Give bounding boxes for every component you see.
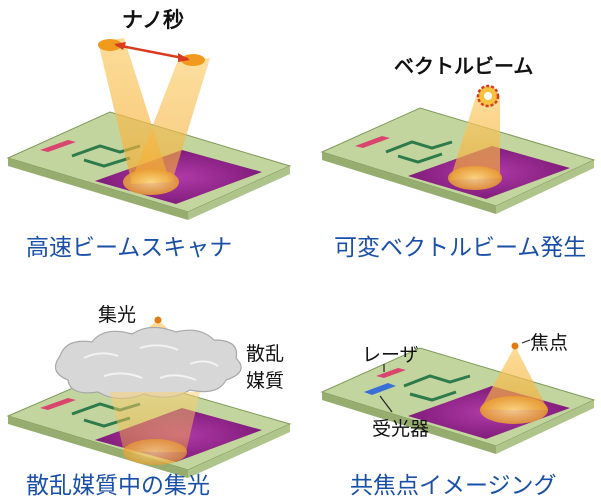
scatter-caption: 散乱媒質中の集光: [26, 473, 210, 499]
vector-beam: [448, 84, 502, 190]
focus-label: 集光: [98, 304, 137, 326]
detector-element: [364, 383, 396, 395]
focus-spot: [480, 396, 548, 424]
scatter-panel: [6, 316, 292, 478]
scan-arrow: [114, 42, 190, 62]
source-spot-right: [181, 54, 205, 66]
scanner-panel: [6, 38, 292, 220]
focus-spot: [448, 166, 502, 190]
leader-lines: [379, 339, 531, 413]
focus-point: [154, 316, 162, 324]
nanosecond-annotation: ナノ秒: [122, 8, 184, 32]
laser-label: レーザ: [362, 344, 419, 366]
scattering-medium-cloud: [54, 326, 242, 400]
confocal-beam: [480, 342, 548, 424]
confocal-caption: 共焦点イメージング: [350, 473, 557, 499]
vector-panel: [320, 84, 596, 214]
detector-label: 受光器: [372, 418, 430, 440]
confocal-panel: [320, 339, 596, 454]
focus-spot: [123, 439, 187, 465]
vector-caption: 可変ベクトルビーム発生: [334, 235, 587, 261]
scattered-beam: [110, 392, 200, 465]
vector-beam-annotation: ベクトルビーム: [394, 54, 534, 78]
focus-point: [511, 342, 519, 350]
focus-spot: [123, 169, 179, 195]
scanning-beams: [98, 38, 210, 195]
scanner-caption: 高速ビームスキャナ: [26, 235, 233, 261]
source-spot-left: [98, 39, 122, 51]
medium-label: 媒質: [246, 370, 285, 392]
vector-beam-ring-icon: [476, 84, 500, 108]
scattering-label: 散乱: [246, 343, 285, 365]
laser-source: [376, 368, 406, 378]
focus-point-label: 焦点: [530, 332, 569, 354]
